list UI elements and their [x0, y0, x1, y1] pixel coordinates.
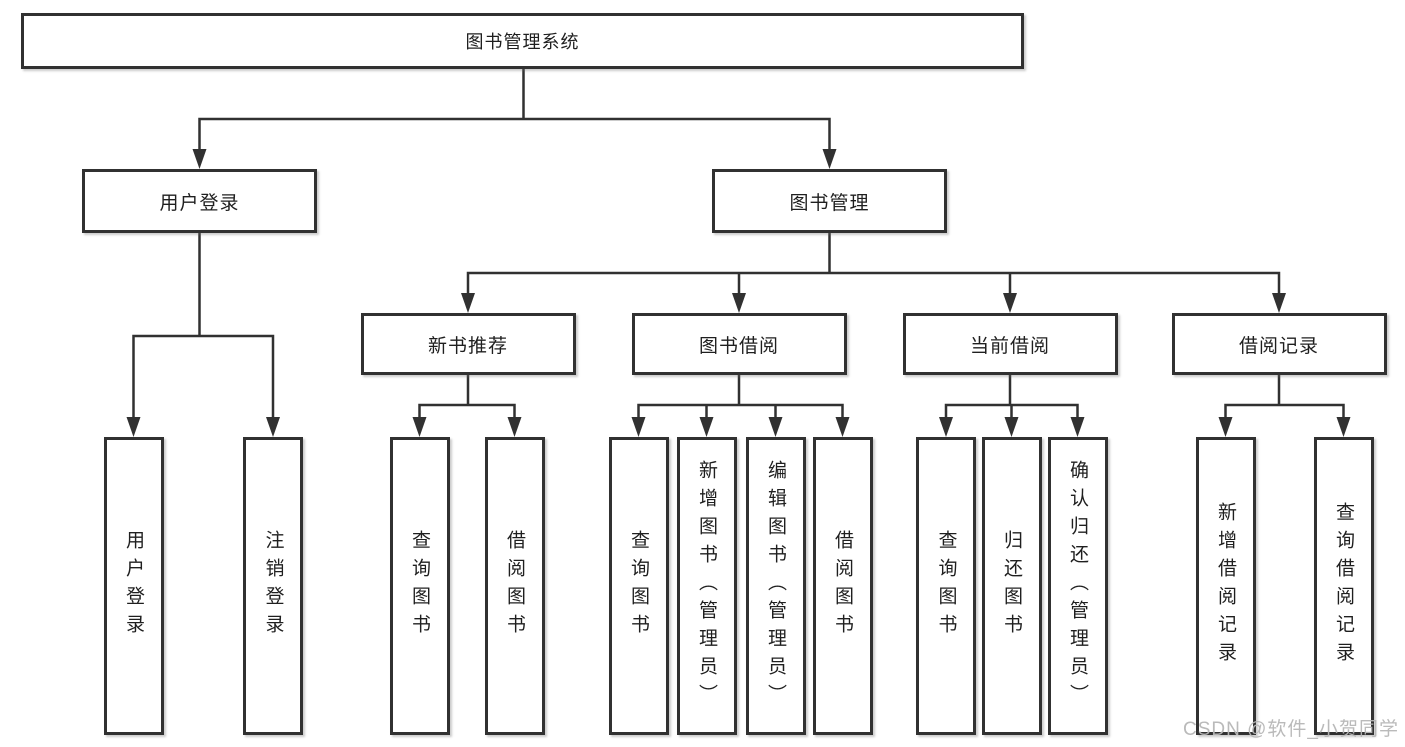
node-query-books-leaf: 查询图书 [916, 437, 976, 735]
arrowhead [192, 149, 207, 169]
node-user-login-branch: 用户登录 [82, 169, 317, 233]
node-label: 当前借阅 [969, 335, 1050, 357]
node-query-books-leaf: 查询图书 [608, 437, 669, 735]
arrowhead [822, 149, 837, 169]
node-confirm-return-admin-leaf: 确认归还（管理员） [1047, 437, 1108, 735]
arrowhead [1004, 417, 1019, 437]
node-label: 归还图书 [1001, 530, 1022, 642]
connector-user-login-children [126, 231, 280, 437]
node-book-management-branch: 图书管理 [712, 169, 947, 233]
arrowhead [835, 417, 850, 437]
node-edit-books-admin-leaf: 编辑图书（管理员） [745, 437, 806, 735]
node-logout-leaf: 注销登录 [243, 437, 303, 735]
node-query-books-leaf: 查询图书 [389, 437, 450, 735]
node-label: 图书借阅 [698, 335, 779, 357]
node-label: 查询图书 [628, 530, 649, 642]
connector-current-borrow-children [939, 373, 1085, 437]
node-label: 查询图书 [935, 530, 957, 642]
node-label: 新增借阅记录 [1215, 502, 1236, 670]
node-label: 新增图书（管理员） [696, 460, 717, 712]
arrowhead [1218, 417, 1233, 437]
node-label: 注销登录 [262, 530, 284, 642]
node-label: 用户登录 [123, 530, 144, 642]
arrowhead [768, 417, 783, 437]
node-new-book-recommend: 新书推荐 [360, 313, 576, 375]
node-label: 借阅图书 [504, 530, 525, 642]
node-label: 用户登录 [159, 192, 240, 214]
node-label: 确认归还（管理员） [1067, 460, 1088, 712]
arrowhead [461, 293, 475, 313]
csdn-watermark: CSDN @软件_小贺同学 [1183, 719, 1399, 740]
connector-root-to-branches [192, 67, 837, 169]
arrowhead [732, 293, 746, 313]
arrowhead [939, 417, 953, 437]
arrowhead [1003, 293, 1017, 313]
node-user-login-leaf: 用户登录 [103, 437, 164, 735]
connector-borrow-record-children [1218, 373, 1351, 437]
node-library-management-system: 图书管理系统 [21, 13, 1024, 69]
arrowhead [1272, 293, 1286, 313]
arrowhead [266, 417, 280, 437]
arrowhead [412, 417, 427, 437]
arrowhead [1070, 417, 1085, 437]
connector-new-book-children [412, 373, 522, 437]
node-query-borrow-record-leaf: 查询借阅记录 [1313, 437, 1374, 735]
node-label: 图书管理系统 [465, 32, 580, 52]
arrowhead [126, 417, 141, 437]
node-book-borrow: 图书借阅 [631, 313, 847, 375]
node-borrow-books-leaf: 借阅图书 [484, 437, 545, 735]
node-return-books-leaf: 归还图书 [981, 437, 1042, 735]
node-borrow-books-leaf: 借阅图书 [812, 437, 873, 735]
node-label: 新书推荐 [427, 335, 508, 357]
node-add-borrow-record-leaf: 新增借阅记录 [1195, 437, 1256, 735]
node-current-borrow: 当前借阅 [902, 313, 1118, 375]
arrowhead [1336, 417, 1351, 437]
arrowhead [631, 417, 646, 437]
node-label: 查询图书 [409, 530, 430, 642]
arrowhead [699, 417, 714, 437]
connector-book-mgmt-children [461, 231, 1286, 313]
node-label: 借阅记录 [1238, 335, 1319, 357]
node-label: 查询借阅记录 [1333, 502, 1354, 670]
node-borrow-record: 借阅记录 [1171, 313, 1387, 375]
connector-book-borrow-children [631, 373, 850, 437]
node-add-books-admin-leaf: 新增图书（管理员） [676, 437, 737, 735]
arrowhead [507, 417, 522, 437]
node-label: 借阅图书 [832, 530, 853, 642]
node-label: 图书管理 [789, 192, 870, 214]
node-label: 编辑图书（管理员） [765, 460, 786, 712]
